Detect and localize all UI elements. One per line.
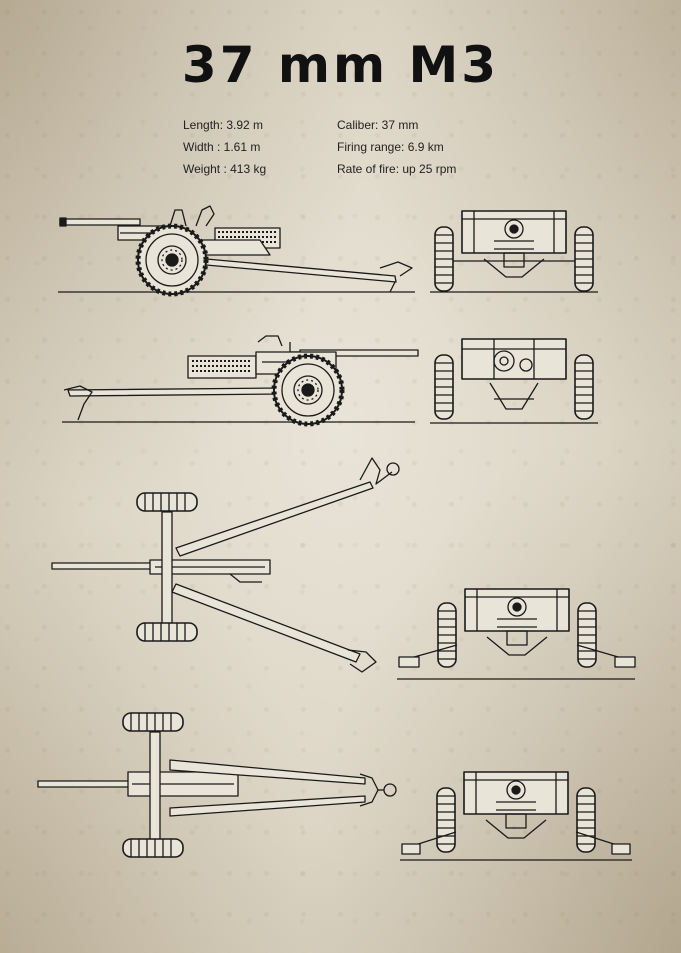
spec-firing-range: Firing range: 6.9 km xyxy=(337,140,444,154)
specs-left: Length: 3.92 m Width : 1.61 m Weight : 4… xyxy=(183,114,266,180)
side-view-right xyxy=(62,336,418,424)
rear-view xyxy=(430,339,598,423)
front-view-2 xyxy=(397,588,635,679)
top-view-spread xyxy=(52,458,399,672)
top-view-closed xyxy=(38,712,396,858)
spec-rate-of-fire: Rate of fire: up 25 rpm xyxy=(337,162,457,176)
spec-weight: Weight : 413 kg xyxy=(183,162,267,176)
spec-width: Width : 1.61 m xyxy=(183,140,261,154)
poster-title: 37 mm M3 xyxy=(181,36,500,94)
spec-length: Length: 3.92 m xyxy=(183,118,264,132)
front-view-3 xyxy=(400,771,632,860)
specs-right: Caliber: 37 mm Firing range: 6.9 km Rate… xyxy=(337,114,456,180)
spec-caliber: Caliber: 37 mm xyxy=(337,118,419,132)
side-view-left xyxy=(58,206,415,294)
front-view-1 xyxy=(430,210,598,292)
